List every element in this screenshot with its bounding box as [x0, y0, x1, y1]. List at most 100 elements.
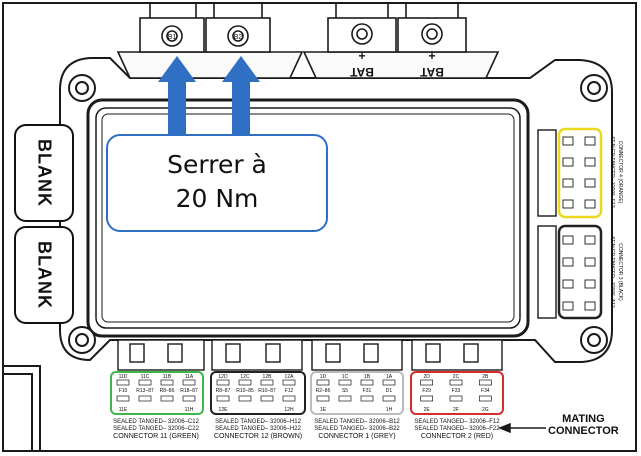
arrow-shaft-left [168, 78, 186, 136]
mating-line-1: MATING [562, 413, 605, 425]
circuit-label: F31 [363, 388, 372, 394]
pin-label: 11H [185, 407, 194, 413]
housing-outline [59, 57, 613, 363]
connector-2-part2: SEALED TANGED– 32006–F22 [414, 426, 500, 432]
connector-12-part2: SEALED TANGED– 32006–H22 [215, 426, 301, 432]
pin-slot [382, 395, 396, 402]
bottom-connector-housings [117, 339, 503, 371]
blank-label-top: BLANK [34, 139, 55, 207]
pin-label: 2F [453, 407, 459, 413]
top-terminal-bat [302, 2, 500, 79]
pin-slot [238, 379, 252, 386]
connector-11-box [110, 371, 204, 415]
pin-label: 11E [119, 407, 128, 413]
connector-12-box [210, 371, 306, 415]
mating-connector-label: MATING CONNECTOR [548, 413, 619, 437]
pin-label: 1C [342, 374, 349, 380]
mating-arrow [497, 422, 546, 434]
connector-2-title: CONNECTOR 2 (RED) [420, 433, 494, 440]
pin-slot [138, 379, 152, 386]
pin-slot [360, 379, 374, 386]
blank-label-bottom: BLANK [34, 241, 55, 309]
pin-slot [282, 395, 296, 402]
pin-label: 2C [453, 374, 460, 380]
pin-slot [316, 395, 330, 402]
pin-slot [116, 395, 130, 402]
pin-label: 2E [424, 407, 431, 413]
pin-slot [260, 379, 274, 386]
connector-3-part: SEALED TANGED– 32006–A12 [609, 236, 615, 307]
connector-12-part: SEALED TANGED– 32006–H12 [215, 419, 301, 425]
pin-slot [360, 395, 374, 402]
arrow-head-right [222, 56, 260, 82]
circuit-label: R10–87 [258, 388, 276, 394]
circuit-label: R18–87 [180, 388, 198, 394]
blank-plate-bottom: BLANK [14, 226, 74, 324]
pin-label: 11B [163, 374, 172, 380]
pin-slot [160, 379, 174, 386]
connector-11-title: CONNECTOR 11 (GREEN) [113, 433, 199, 440]
right-fuse-slots [562, 136, 596, 311]
pin-slot [182, 395, 196, 402]
circuit-label: R10–85 [236, 388, 254, 394]
terminal-label-b2: B2 [234, 34, 243, 41]
connector-1-part2: SEALED TANGED– 32006–B22 [314, 426, 400, 432]
pin-label: 1B [364, 374, 371, 380]
pin-slot [182, 379, 196, 386]
connector-3-title: CONNECTOR 3 (BLACK) [617, 243, 623, 301]
pin-slot [138, 395, 152, 402]
pin-slot [478, 395, 492, 402]
mounting-holes [68, 74, 608, 354]
pin-label: 2B [482, 374, 489, 380]
mating-line-2: CONNECTOR [548, 425, 619, 437]
circuit-label: R8–86 [160, 388, 175, 394]
top-terminal-left [116, 2, 304, 79]
circuit-label: F33 [452, 388, 461, 394]
blank-plate-top: BLANK [14, 124, 74, 222]
connector-1-part: SEALED TANGED– 32006–B12 [314, 419, 400, 425]
connector-1-caption: SEALED TANGED– 32006–B12 SEALED TANGED– … [306, 419, 408, 440]
circuit-label: F29 [422, 388, 431, 394]
connector-2-box [410, 371, 504, 415]
pin-slot [420, 379, 434, 386]
pin-label: 2G [482, 407, 489, 413]
torque-callout: Serrer à 20 Nm [106, 134, 328, 232]
pin-label: 11A [185, 374, 194, 380]
connector-11-caption: SEALED TANGED– 32006–C12 SEALED TANGED– … [104, 419, 208, 440]
circuit-label: F34 [481, 388, 490, 394]
arrow-shaft-right [232, 78, 250, 136]
pin-label: 12D [218, 374, 228, 380]
pin-slot [238, 395, 252, 402]
image-frame [2, 2, 637, 452]
circuit-label: S5 [342, 388, 348, 394]
pin-slot [338, 379, 352, 386]
connector-1-title: CONNECTOR 1 (GREY) [318, 433, 396, 440]
pin-label: 12H [284, 407, 294, 413]
bat-label-right: BAT [419, 65, 443, 79]
pin-label: 12E [219, 407, 229, 413]
connector-4-title: CONNECTOR 4 (ORANGE) [617, 141, 623, 204]
arrow-head-left [158, 56, 196, 82]
plus-label-left: + [358, 49, 365, 63]
pin-label: 1D [320, 374, 327, 380]
pin-slot [478, 379, 492, 386]
connector-11-part: SEALED TANGED– 32006–C12 [113, 419, 199, 425]
pin-label: 11C [141, 374, 150, 380]
terminal-label-b1: B1 [168, 34, 177, 41]
pin-label: 12B [263, 374, 273, 380]
circuit-label: D1 [386, 388, 393, 394]
pin-slot [382, 379, 396, 386]
pin-slot [260, 395, 274, 402]
connector-1-box [310, 371, 404, 415]
pin-slot [160, 395, 174, 402]
circuit-label: F12 [285, 388, 294, 394]
plus-label-right: + [428, 49, 435, 63]
pin-label: 1A [386, 374, 393, 380]
callout-line-1: Serrer à [167, 150, 267, 179]
pin-label: 1H [386, 407, 393, 413]
pin-label: 12A [285, 374, 295, 380]
torque-arrows [158, 56, 260, 136]
bat-label-left: BAT [349, 65, 373, 79]
connector-2-part: SEALED TANGED– 32006–F12 [414, 419, 500, 425]
